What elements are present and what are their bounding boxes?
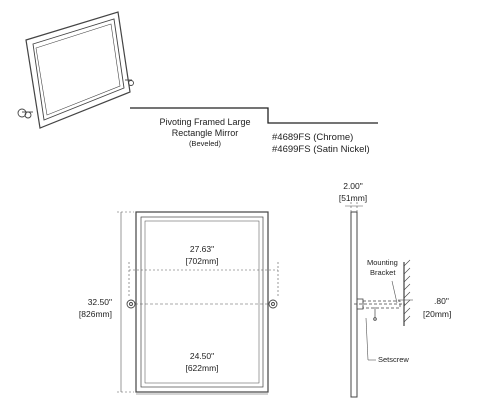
height-mm: [826mm] [78,309,112,319]
wall-section [403,259,411,326]
mounting-bracket-label-2: Bracket [370,268,396,277]
projection-mm: [20mm] [423,309,452,319]
isometric-mirror-view [17,11,134,129]
setscrew-label: Setscrew [378,355,409,364]
bottom-width-inches: 24.50" [189,351,215,361]
title-leader [130,107,378,124]
projection-inches: .80" [434,296,449,306]
side-view-mirror [350,211,405,398]
height-inches: 32.50" [87,297,112,307]
side-dimension-lines [345,202,413,361]
inner-width-inches: 27.63" [189,244,215,254]
product-title-line2: Rectangle Mirror [171,128,239,138]
model-satin-nickel: #4699FS (Satin Nickel) [272,144,370,155]
bottom-width-mm: [622mm] [185,363,219,373]
product-title-line1: Pivoting Framed Large [159,117,251,127]
model-chrome: #4689FS (Chrome) [272,132,354,143]
front-view-mirror [126,211,278,393]
dimension-lines [117,211,279,395]
depth-inches: 2.00" [343,181,363,191]
mounting-bracket-label-1: Mounting [367,258,398,267]
inner-width-mm: [702mm] [185,256,219,266]
product-title-line3: (Beveled) [188,139,222,148]
depth-mm: [51mm] [338,193,368,203]
